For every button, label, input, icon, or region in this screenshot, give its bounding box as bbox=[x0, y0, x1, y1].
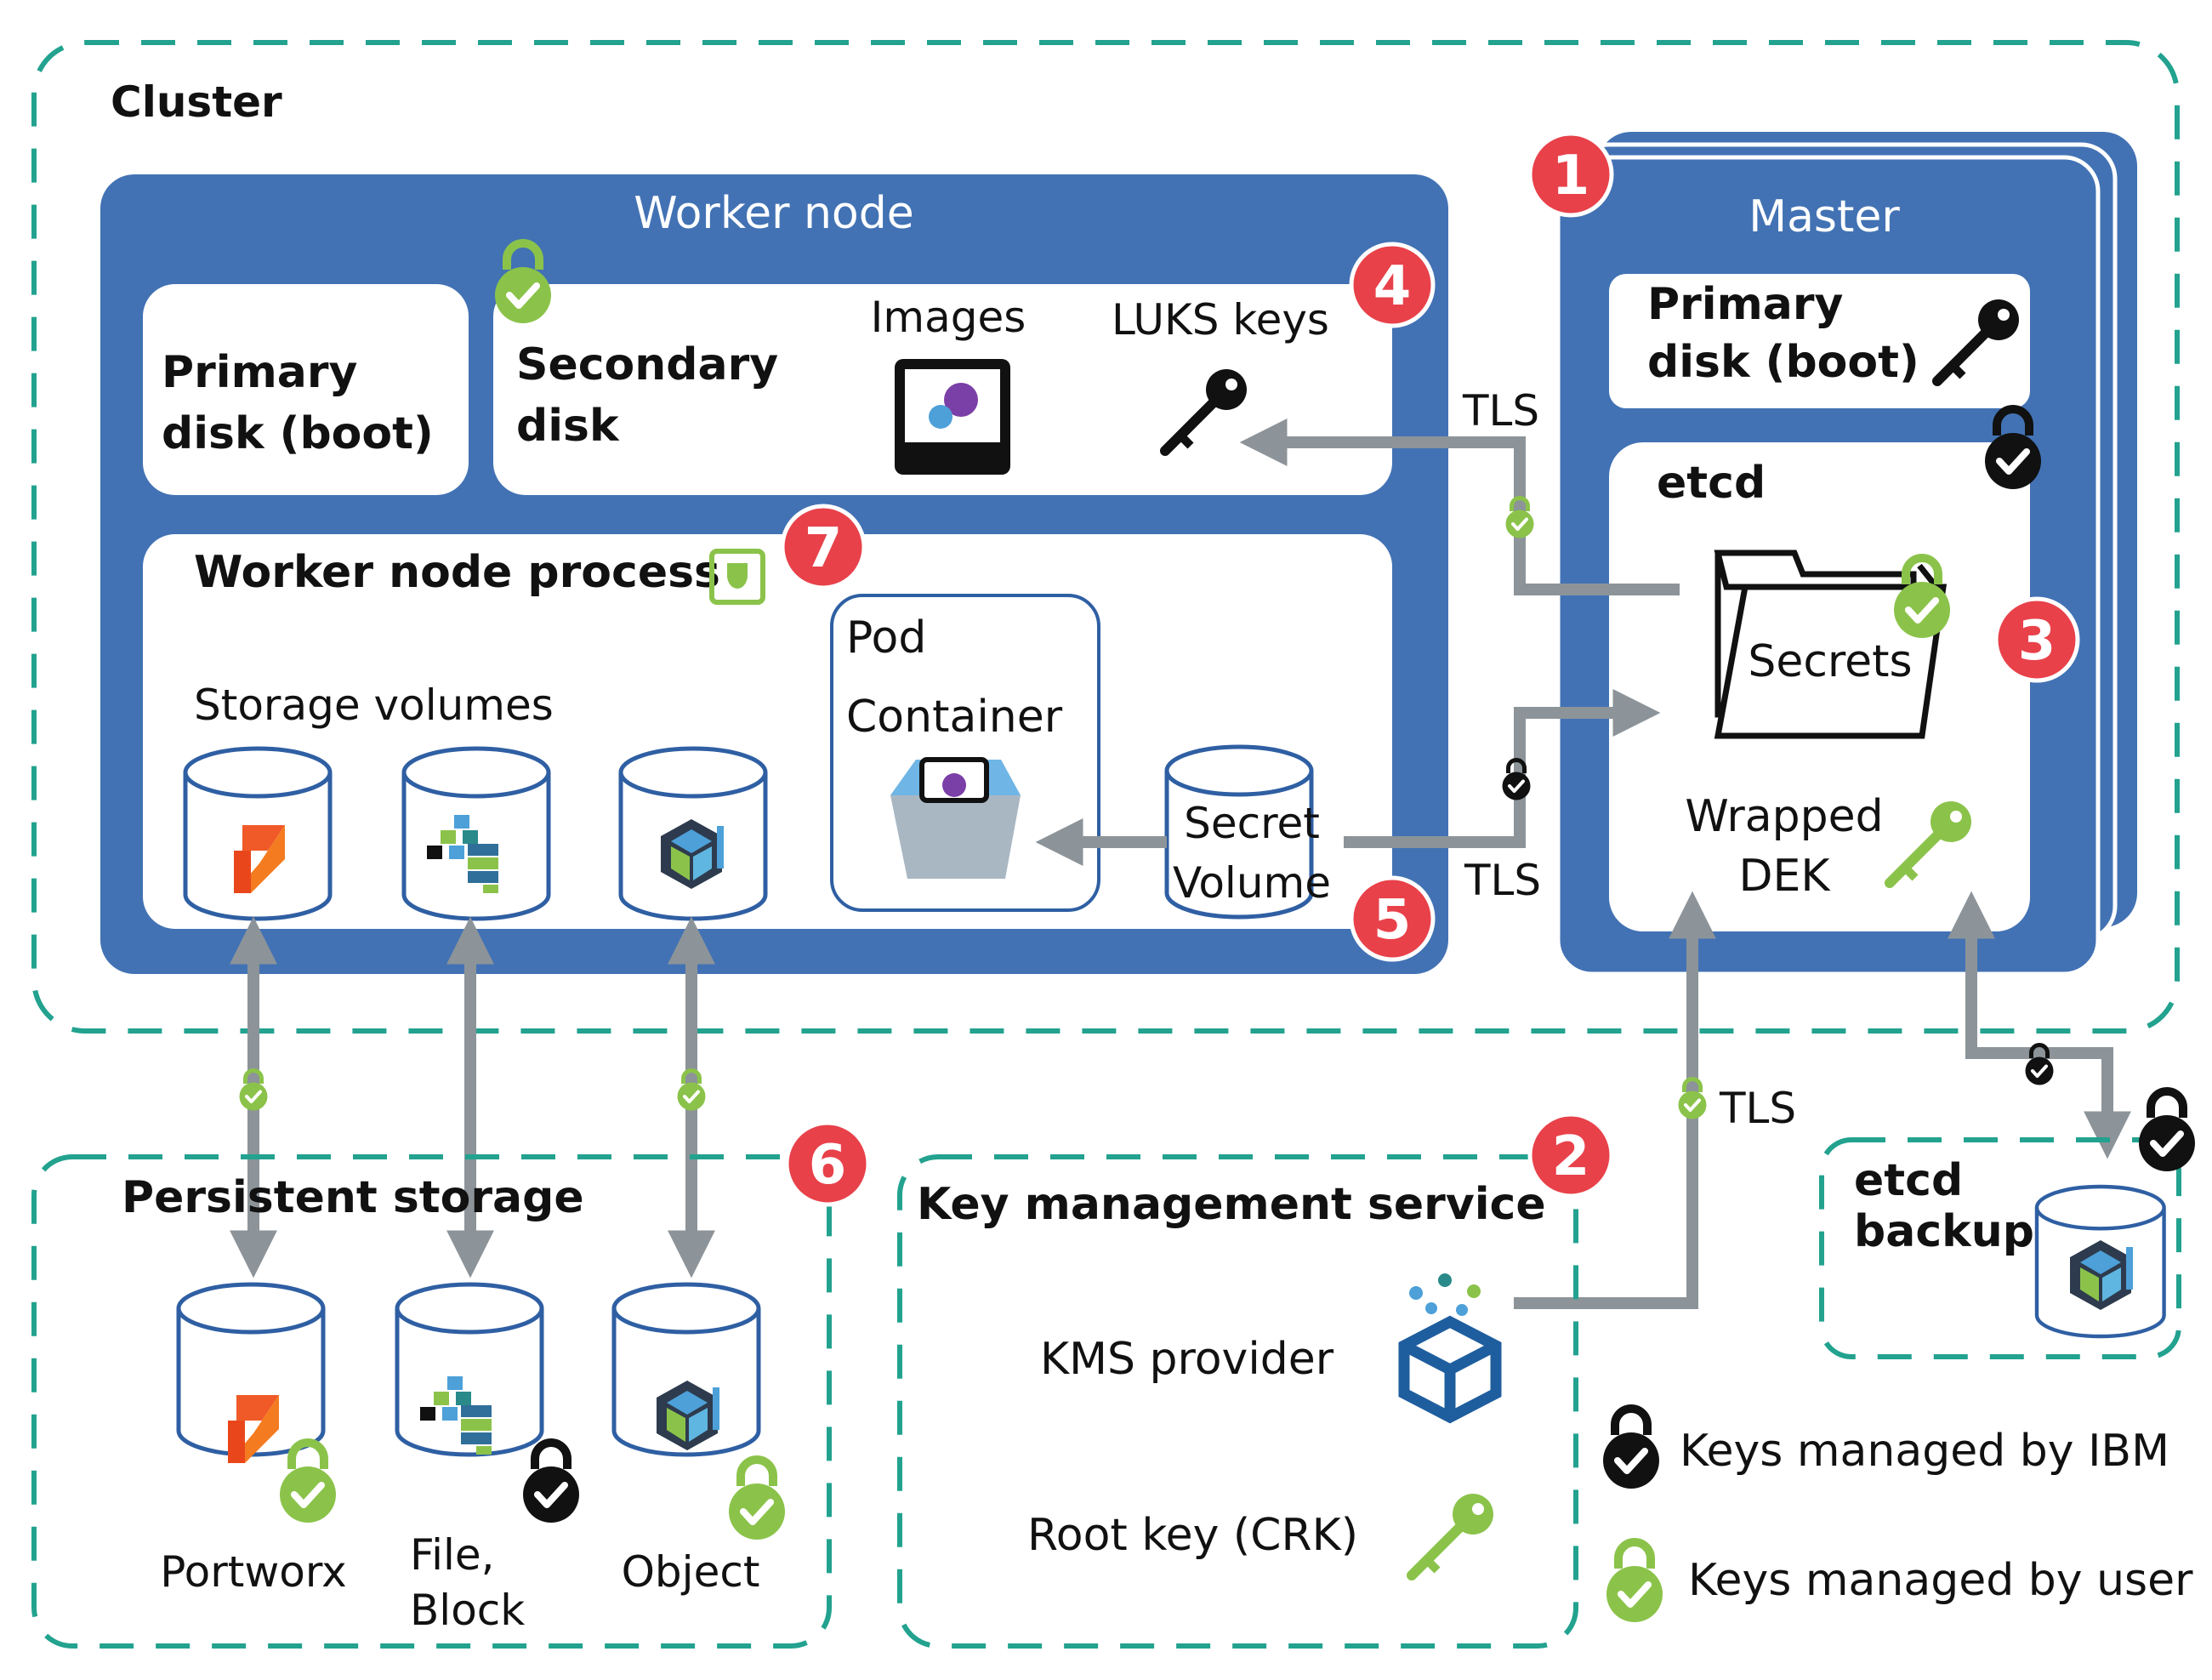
luks-keys-label: LUKS keys bbox=[1112, 295, 1329, 345]
svg-text:4: 4 bbox=[1373, 255, 1412, 318]
images-label: Images bbox=[871, 293, 1026, 342]
secret-volume-line2: Volume bbox=[1173, 858, 1331, 908]
root-key-icon bbox=[1412, 1494, 1493, 1575]
image-gear-icon bbox=[895, 359, 1010, 475]
kms-title: Key management service bbox=[917, 1179, 1546, 1230]
svg-text:3: 3 bbox=[2018, 610, 2056, 673]
svg-text:5: 5 bbox=[1373, 889, 1412, 952]
worker-primary-disk-line1: Primary bbox=[162, 347, 357, 398]
container-icon bbox=[890, 757, 1021, 879]
secrets-label: Secrets bbox=[1748, 636, 1912, 687]
file-block-line1: File, bbox=[410, 1530, 495, 1580]
legend-ibm-lock-icon bbox=[1603, 1409, 1659, 1489]
badge-4: 4 bbox=[1349, 242, 1436, 328]
persistent-storage-title: Persistent storage bbox=[122, 1172, 584, 1223]
badge-2: 2 bbox=[1527, 1112, 1614, 1199]
pod-label: Pod bbox=[846, 612, 926, 663]
worker-node: Worker node Primary disk (boot) Secondar… bbox=[100, 174, 1448, 974]
cluster-title: Cluster bbox=[111, 77, 282, 127]
master-primary-disk-line2: disk (boot) bbox=[1647, 337, 1919, 388]
etcd-title: etcd bbox=[1657, 458, 1766, 509]
tls-luks-label: TLS bbox=[1462, 386, 1539, 436]
kms-provider-label: KMS provider bbox=[1040, 1334, 1334, 1385]
svg-text:1: 1 bbox=[1552, 145, 1590, 208]
storage-volumes-label: Storage volumes bbox=[194, 681, 554, 730]
legend-user-lock-icon bbox=[1606, 1542, 1663, 1622]
worker-primary-disk bbox=[143, 284, 469, 495]
file-block-line2: Block bbox=[410, 1586, 525, 1635]
object-user-lock-icon bbox=[729, 1460, 785, 1540]
file-block-ibm-lock-icon bbox=[523, 1443, 579, 1523]
worker-primary-disk-line2: disk (boot) bbox=[162, 408, 434, 459]
worker-process-title: Worker node process bbox=[194, 547, 720, 598]
legend-ibm-label: Keys managed by IBM bbox=[1680, 1426, 2169, 1477]
legend-user-label: Keys managed by user bbox=[1688, 1555, 2193, 1606]
secret-volume-line1: Secret bbox=[1184, 799, 1320, 848]
svg-text:2: 2 bbox=[1552, 1125, 1590, 1188]
kms-icon bbox=[1398, 1273, 1502, 1424]
portworx-user-lock-icon bbox=[280, 1443, 336, 1523]
container-label: Container bbox=[846, 692, 1063, 743]
etcd-backup-boundary bbox=[1819, 1137, 2181, 1359]
worker-node-title: Worker node bbox=[634, 188, 914, 239]
connectors bbox=[230, 419, 2131, 1309]
etcd-backup-ibm-lock-icon bbox=[2139, 1091, 2195, 1171]
object-label: Object bbox=[622, 1547, 760, 1597]
etcd-backup-line1: etcd bbox=[1854, 1155, 1963, 1206]
badge-1: 1 bbox=[1527, 131, 1614, 218]
master-node: Master Primary disk (boot) etcd Secrets … bbox=[1555, 132, 2137, 977]
master-title: Master bbox=[1749, 191, 1900, 242]
tls-kms-label: TLS bbox=[1719, 1084, 1796, 1133]
tls-secret-label: TLS bbox=[1464, 856, 1541, 905]
wrapped-dek-line2: DEK bbox=[1739, 851, 1832, 902]
chip-shield-icon bbox=[709, 549, 765, 605]
svg-text:6: 6 bbox=[809, 1134, 847, 1197]
secondary-disk-line2: disk bbox=[516, 401, 620, 452]
folder-icon bbox=[1714, 550, 1948, 739]
master-primary-disk bbox=[1609, 274, 2030, 408]
portworx-storage-cylinder-icon bbox=[179, 1284, 323, 1455]
svg-text:7: 7 bbox=[805, 517, 843, 580]
master-primary-disk-line1: Primary bbox=[1647, 279, 1843, 330]
wrapped-dek-line1: Wrapped bbox=[1685, 791, 1883, 842]
kms-boundary bbox=[897, 1154, 1578, 1649]
persistent-storage-boundary bbox=[31, 1154, 832, 1649]
badge-6: 6 bbox=[784, 1120, 871, 1207]
secondary-disk-line1: Secondary bbox=[516, 339, 778, 390]
portworx-label: Portworx bbox=[160, 1547, 346, 1597]
badge-5: 5 bbox=[1349, 875, 1436, 962]
cluster-boundary bbox=[31, 40, 2180, 1034]
root-key-label: Root key (CRK) bbox=[1027, 1510, 1358, 1561]
badge-7: 7 bbox=[780, 504, 867, 590]
etcd-backup-line2: backup bbox=[1854, 1206, 2034, 1257]
badge-3: 3 bbox=[1993, 596, 2080, 683]
